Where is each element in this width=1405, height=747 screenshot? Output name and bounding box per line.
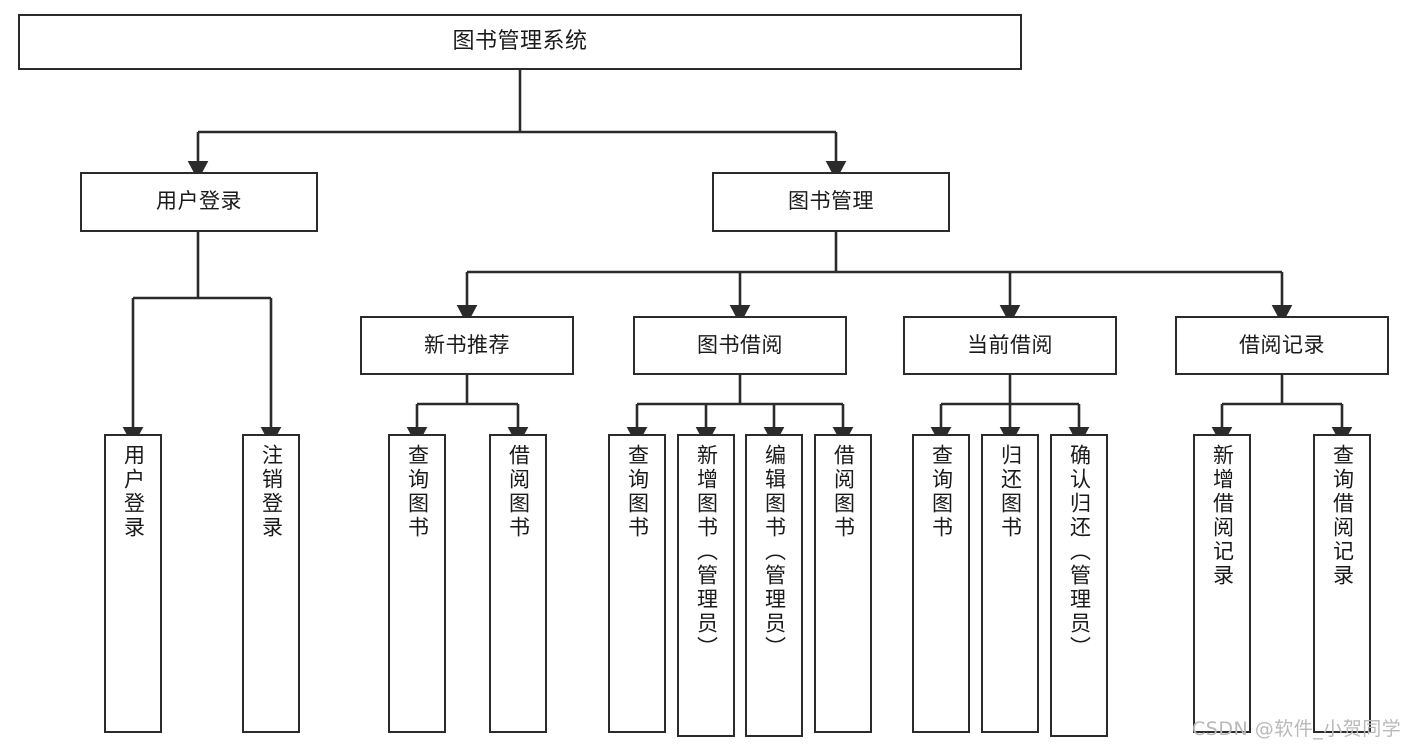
leaf-return-book[interactable]: 归还图书 bbox=[981, 434, 1039, 733]
node-label: 新增图书（管理员） bbox=[694, 444, 719, 660]
leaf-add-book-admin[interactable]: 新增图书（管理员） bbox=[677, 434, 735, 737]
node-label: 图书管理系统 bbox=[452, 28, 588, 54]
leaf-query-borrow-record[interactable]: 查询借阅记录 bbox=[1313, 434, 1371, 733]
node-borrowing-record[interactable]: 借阅记录 bbox=[1175, 316, 1389, 375]
node-label: 新增借阅记录 bbox=[1210, 444, 1235, 588]
node-label: 查询图书 bbox=[405, 444, 430, 540]
leaf-edit-book-admin[interactable]: 编辑图书（管理员） bbox=[745, 434, 803, 737]
node-label: 借阅图书 bbox=[506, 444, 531, 540]
leaf-query-book-current[interactable]: 查询图书 bbox=[912, 434, 970, 733]
node-new-book-recommendation[interactable]: 新书推荐 bbox=[360, 316, 574, 375]
leaf-borrow-book[interactable]: 借阅图书 bbox=[814, 434, 872, 733]
leaf-query-book-borrow[interactable]: 查询图书 bbox=[608, 434, 666, 733]
node-label: 新书推荐 bbox=[424, 332, 510, 357]
csdn-watermark: CSDN @软件_小贺同学 bbox=[1192, 718, 1402, 740]
node-label: 查询借阅记录 bbox=[1330, 444, 1355, 588]
node-label: 图书管理 bbox=[788, 189, 874, 214]
node-book-borrowing[interactable]: 图书借阅 bbox=[633, 316, 847, 375]
node-label: 借阅图书 bbox=[831, 444, 856, 540]
node-label: 用户登录 bbox=[156, 189, 242, 214]
node-book-management[interactable]: 图书管理 bbox=[712, 172, 950, 232]
node-label: 归还图书 bbox=[998, 444, 1023, 540]
node-label: 借阅记录 bbox=[1239, 332, 1325, 357]
node-label: 用户登录 bbox=[121, 444, 146, 540]
node-label: 确认归还（管理员） bbox=[1067, 444, 1092, 660]
node-label: 编辑图书（管理员） bbox=[762, 444, 787, 660]
leaf-add-borrow-record[interactable]: 新增借阅记录 bbox=[1193, 434, 1251, 733]
node-label: 当前借阅 bbox=[967, 332, 1053, 357]
leaf-user-login[interactable]: 用户登录 bbox=[104, 434, 162, 733]
leaf-borrow-book-recommend[interactable]: 借阅图书 bbox=[489, 434, 547, 733]
leaf-query-book-recommend[interactable]: 查询图书 bbox=[388, 434, 446, 733]
node-user-login[interactable]: 用户登录 bbox=[80, 172, 318, 232]
node-label: 查询图书 bbox=[625, 444, 650, 540]
node-root-book-management-system[interactable]: 图书管理系统 bbox=[18, 14, 1022, 70]
leaf-logout-login[interactable]: 注销登录 bbox=[242, 434, 300, 733]
node-label: 图书借阅 bbox=[697, 332, 783, 357]
node-current-borrowing[interactable]: 当前借阅 bbox=[903, 316, 1117, 375]
node-label: 注销登录 bbox=[259, 444, 284, 540]
node-label: 查询图书 bbox=[929, 444, 954, 540]
leaf-confirm-return-admin[interactable]: 确认归还（管理员） bbox=[1050, 434, 1108, 737]
